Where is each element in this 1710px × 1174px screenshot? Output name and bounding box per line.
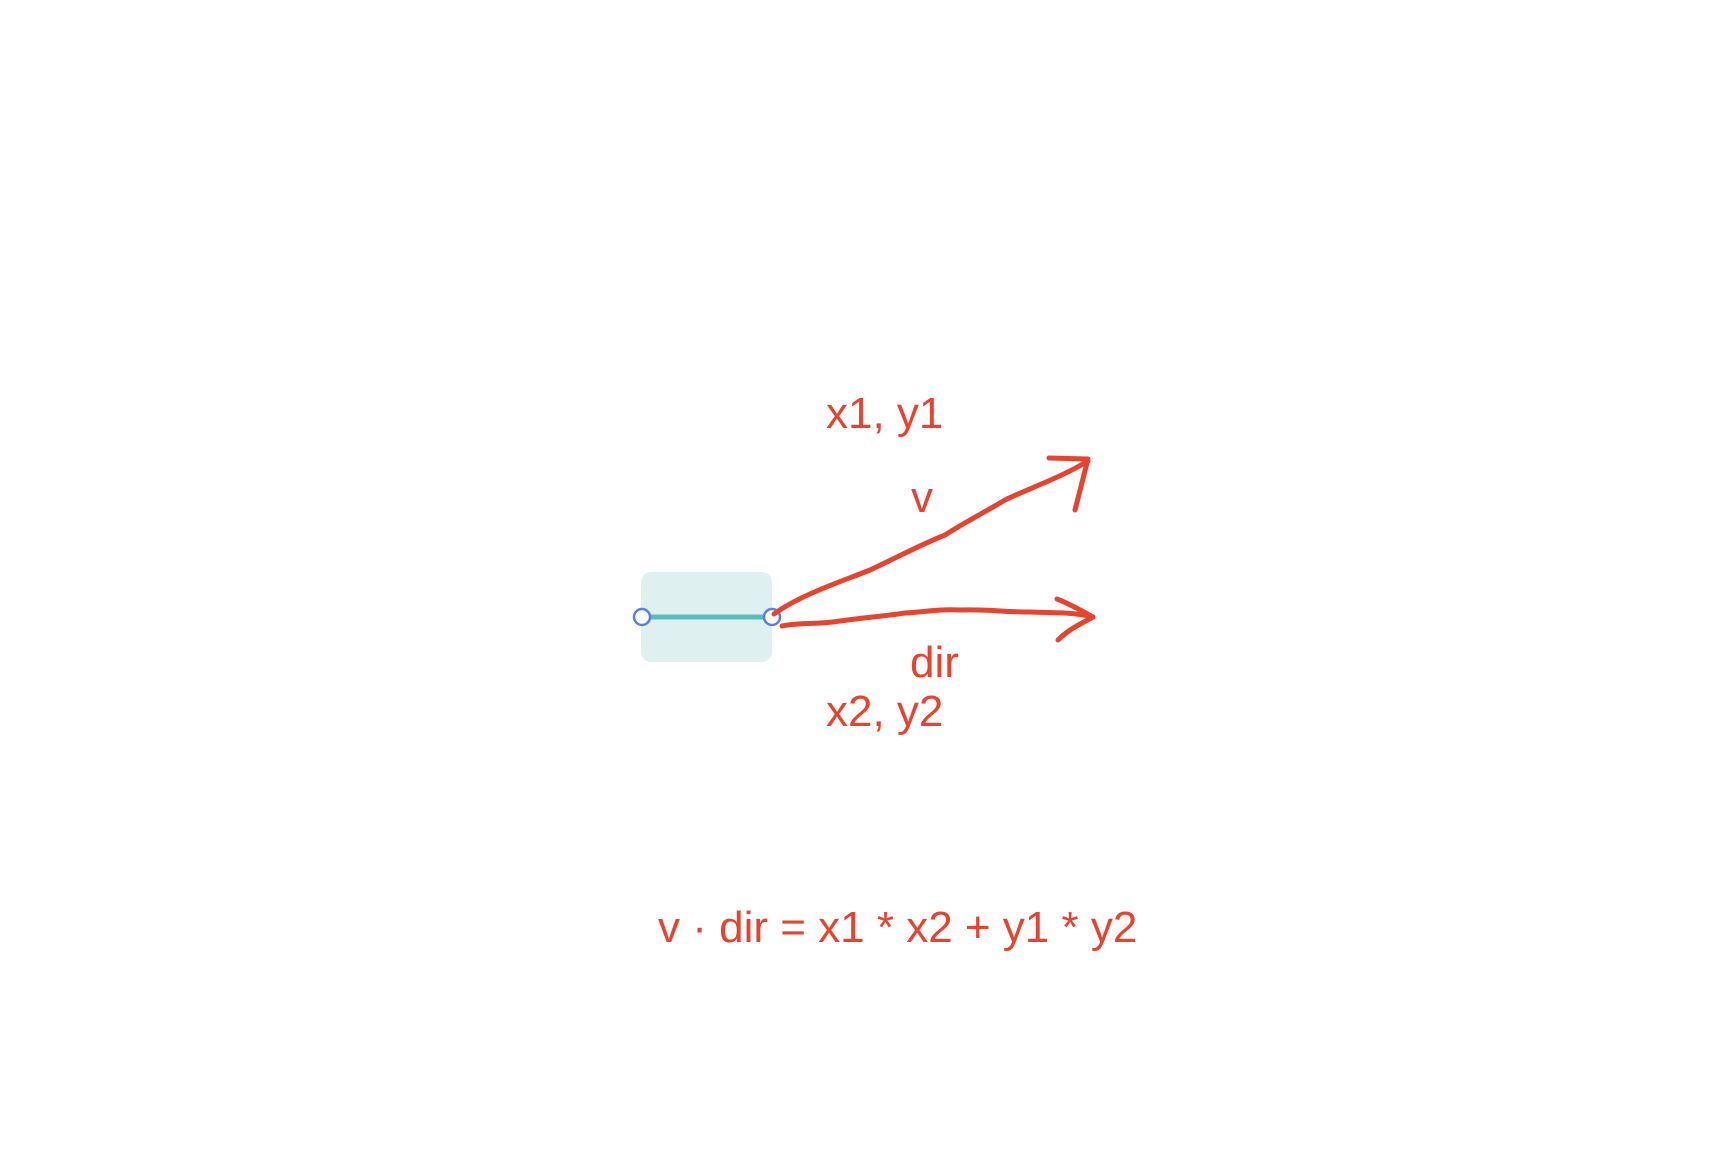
label-v: v — [911, 473, 933, 522]
vector-v-arrow-shaft — [771, 458, 1091, 617]
vector-dir-arrow-head — [1054, 596, 1096, 643]
label-x2-y2: x2, y2 — [826, 687, 944, 736]
label-x1-y1: x1, y1 — [826, 389, 944, 438]
segment-start-handle[interactable] — [632, 607, 652, 627]
dot-product-formula: v · dir = x1 * x2 + y1 * y2 — [658, 903, 1138, 952]
vector-dir-arrow-shaft — [779, 607, 1096, 629]
label-dir: dir — [910, 638, 959, 687]
vector-v-arrow-head — [1046, 455, 1091, 513]
